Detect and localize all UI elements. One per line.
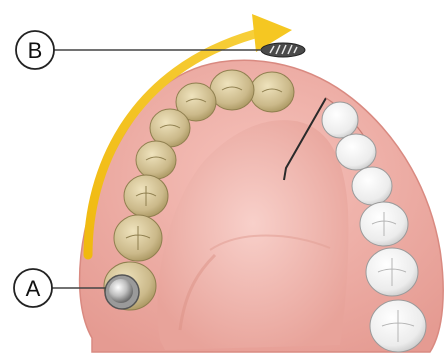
- striped-ellipse-icon: [261, 43, 305, 57]
- tooth-scanned: [136, 141, 176, 179]
- tooth-unscanned: [352, 167, 392, 205]
- callout-a-label: A: [26, 276, 41, 301]
- tooth-scanned: [210, 70, 254, 110]
- sphere-marker-icon: [105, 275, 139, 309]
- tooth-unscanned: [322, 102, 358, 138]
- tooth-scanned: [250, 72, 294, 112]
- tooth-unscanned: [336, 134, 376, 170]
- callout-b-label: B: [28, 38, 43, 63]
